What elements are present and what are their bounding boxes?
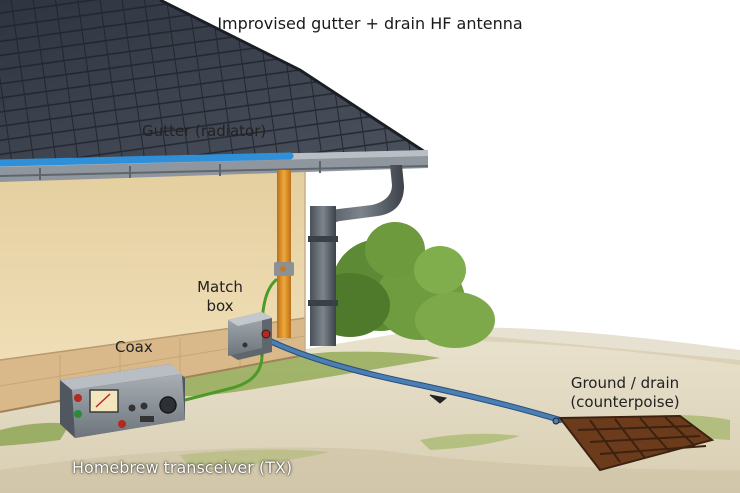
- bushes: [310, 222, 495, 348]
- drain-grate: [552, 414, 715, 472]
- match-box-label: Match box: [190, 278, 250, 316]
- roof: [0, 0, 426, 160]
- downpipe: [308, 165, 404, 346]
- grate-icon: [577, 416, 707, 463]
- knob-icon: [159, 396, 177, 414]
- orange-pipe: [274, 170, 294, 338]
- match-box-label-line2: box: [206, 297, 234, 315]
- transceiver-label: Homebrew transceiver (TX): [72, 458, 293, 477]
- match-box-label-line1: Match: [197, 278, 243, 296]
- transceiver-box: [60, 364, 185, 438]
- coax-label: Coax: [115, 338, 153, 356]
- diagram-title: Improvised gutter + drain HF antenna: [217, 14, 523, 33]
- gutter: [0, 150, 429, 182]
- gutter-label: Gutter (radiator): [142, 122, 267, 140]
- match-box: [228, 312, 272, 360]
- coax-cable: [265, 337, 563, 423]
- ground-label-line2: (counterpoise): [570, 393, 680, 411]
- ground-label: Ground / drain (counterpoise): [560, 374, 690, 412]
- ground-label-line1: Ground / drain: [570, 374, 680, 392]
- meter-icon: [89, 389, 119, 413]
- connector-icon: [261, 329, 271, 339]
